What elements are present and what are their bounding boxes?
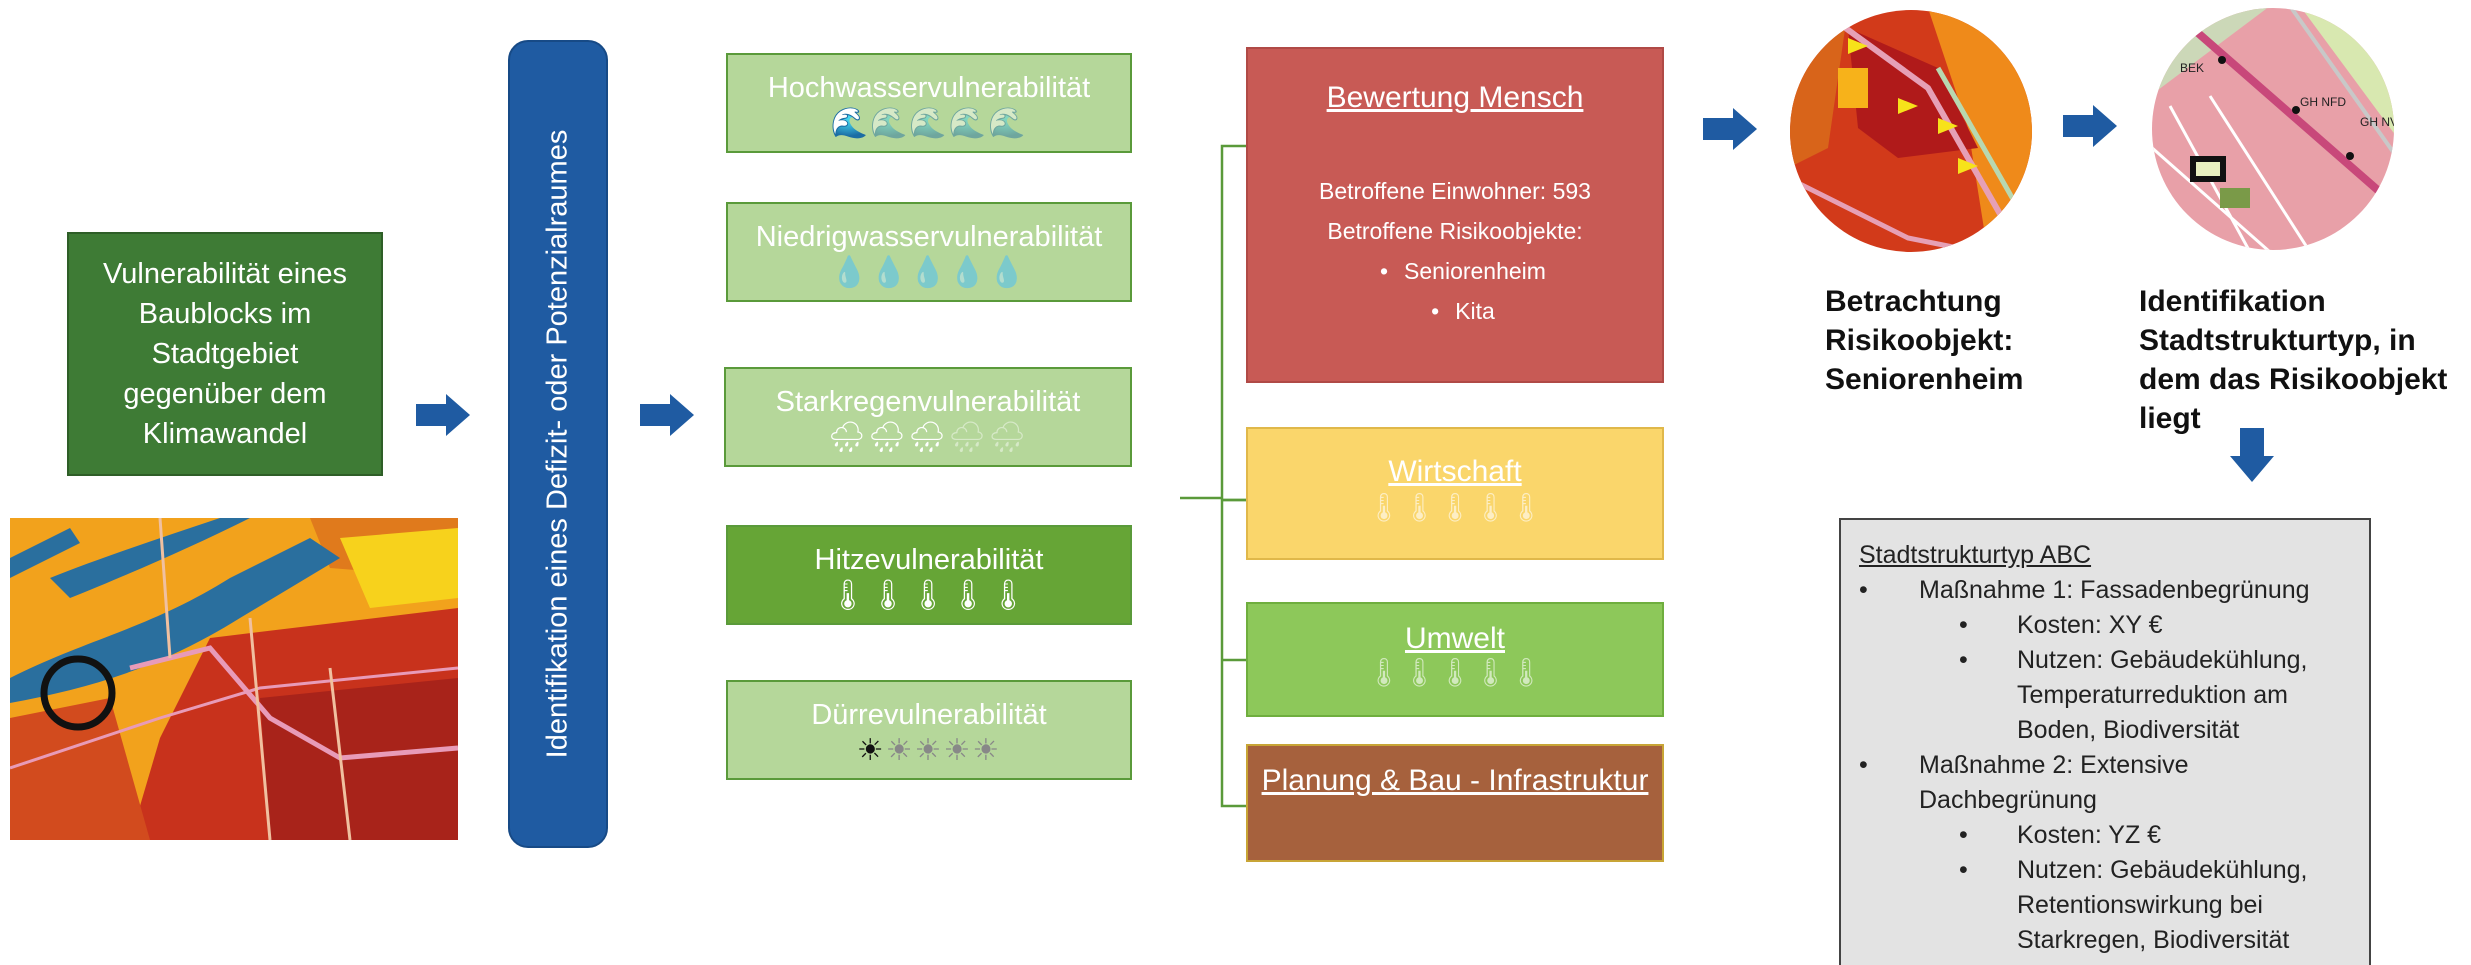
- identification-label: Identifikation eines Defizit- oder Poten…: [541, 129, 574, 759]
- cloud-rain-icon: 🌧🌧🌧🌧🌧: [827, 421, 1029, 454]
- risk-object-map-image: [1790, 10, 2032, 252]
- thermometer-icon: 🌡🌡🌡🌡🌡: [1366, 657, 1544, 688]
- measures-title: Stadtstrukturtyp ABC: [1859, 541, 2092, 569]
- step-risk-object-label: Betrachtung Risikoobjekt: Seniorenheim: [1825, 285, 2024, 396]
- city-map-image: [10, 518, 458, 840]
- measure-subitem: •Kosten: XY €: [1959, 611, 2163, 639]
- heat-vulnerability-label: Hitzevulnerabilität: [814, 544, 1044, 576]
- identification-pill: Identifikation eines Defizit- oder Poten…: [508, 40, 608, 848]
- flood-vulnerability-box: Hochwasservulnerabilität 🌊🌊🌊🌊🌊: [726, 53, 1132, 153]
- category-mensch-box: Bewertung Mensch Betroffene Einwohner: 5…: [1246, 47, 1664, 383]
- map-label-b: GH NFD: [2300, 95, 2346, 109]
- sun-icon: ☀☀☀☀☀: [856, 734, 1002, 767]
- arrow-down-icon: [2230, 428, 2274, 482]
- measure-subitem: •Nutzen: Gebäudekühlung, Temperaturreduk…: [1959, 646, 2308, 744]
- drought-vulnerability-label: Dürrevulnerabilität: [811, 699, 1047, 731]
- vulnerability-box-text: Vulnerabilität eines Baublocks im Stadtg…: [103, 258, 347, 450]
- map-label-c: GH NV: [2360, 115, 2396, 129]
- affected-object-item: •Seniorenheim: [1380, 258, 1546, 284]
- affected-objects-title: Betroffene Risikoobjekte:: [1327, 218, 1583, 244]
- map-label-a: BEK: [2180, 61, 2204, 75]
- arrow-right-icon: [1703, 108, 1757, 150]
- lowwater-vulnerability-label: Niedrigwasservulnerabilität: [755, 221, 1103, 253]
- flood-vulnerability-label: Hochwasservulnerabilität: [767, 72, 1091, 104]
- heat-vulnerability-box: Hitzevulnerabilität 🌡🌡🌡🌡🌡: [726, 525, 1132, 625]
- affected-object-item: •Kita: [1431, 298, 1495, 324]
- measures-box: Stadtstrukturtyp ABC •Maßnahme 1: Fassad…: [1839, 518, 2371, 965]
- category-wirtschaft-title: Wirtschaft: [1388, 455, 1522, 488]
- drought-vulnerability-box: Dürrevulnerabilität ☀☀☀☀☀: [726, 680, 1132, 780]
- measure-item: •Maßnahme 1: Fassadenbegrünung: [1859, 576, 2310, 604]
- measure-item: •Maßnahme 2: Extensive Dachbegrünung: [1859, 751, 2189, 814]
- category-umwelt-title: Umwelt: [1404, 622, 1505, 655]
- heavyrain-vulnerability-box: Starkregenvulnerabilität 🌧🌧🌧🌧🌧: [724, 367, 1132, 467]
- category-planung-title: Planung & Bau - Infrastruktur: [1261, 764, 1649, 797]
- affected-residents: Betroffene Einwohner: 593: [1319, 178, 1591, 204]
- category-wirtschaft-box: Wirtschaft 🌡🌡🌡🌡🌡: [1246, 427, 1664, 560]
- thermometer-icon: 🌡🌡🌡🌡🌡: [828, 579, 1030, 612]
- arrow-right-icon: [416, 394, 470, 436]
- arrow-right-icon: [640, 394, 694, 436]
- category-planung-box: Planung & Bau - Infrastruktur: [1246, 744, 1664, 862]
- city-structure-map-image: BEK GH NFD GH NV: [2152, 8, 2396, 250]
- heavyrain-vulnerability-label: Starkregenvulnerabilität: [775, 386, 1081, 418]
- measure-subitem: •Kosten: YZ €: [1959, 821, 2162, 849]
- category-mensch-title: Bewertung Mensch: [1326, 81, 1584, 114]
- arrow-right-icon: [2063, 105, 2117, 147]
- drop-icon: 💧💧💧💧💧: [830, 256, 1028, 289]
- category-umwelt-box: Umwelt 🌡🌡🌡🌡🌡: [1246, 602, 1664, 717]
- bracket-ticks: [1222, 498, 1248, 662]
- wave-icon: 🌊🌊🌊🌊🌊: [830, 107, 1028, 140]
- step-city-structure-label: Identifikation Stadtstrukturtyp, in dem …: [2139, 285, 2448, 435]
- thermometer-icon: 🌡🌡🌡🌡🌡: [1366, 492, 1544, 523]
- lowwater-vulnerability-box: Niedrigwasservulnerabilität 💧💧💧💧💧: [726, 202, 1132, 302]
- vulnerability-box: Vulnerabilität eines Baublocks im Stadtg…: [67, 232, 383, 476]
- measure-subitem: •Nutzen: Gebäudekühlung, Retentionswirku…: [1959, 856, 2308, 954]
